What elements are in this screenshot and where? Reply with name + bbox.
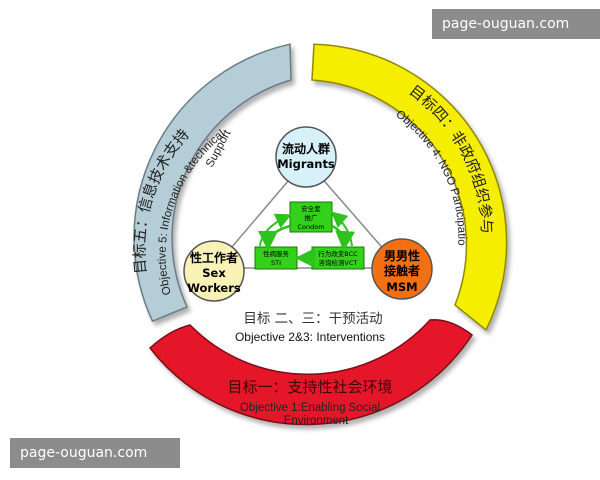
node-sex-workers-cn: 性工作者 [189,250,238,265]
objective1-label-en-1: Objective 1:Enabling Social [240,402,380,414]
population-triangle [212,158,402,269]
box-sti-line2: STI [271,259,281,267]
center-label-en: Objective 2&3: Interventions [235,330,385,344]
node-msm-cn-2: 接触者 [384,263,420,278]
watermark-bottom: page-ouguan.com [10,438,180,468]
box-bcc-vct: 行为改变BCC 咨询检测VCT [311,246,365,270]
box-condom-line2: 推广 [305,213,319,222]
segment-objective4 [311,43,508,332]
box-condom-line3: Condom [297,223,324,231]
box-sti-line1: 性病服务 [263,249,290,258]
node-msm-cn-1: 男男性 [384,248,420,263]
node-migrants: 流动人群 Migrants [275,126,337,188]
box-condom: 安全套 推广 Condom [289,201,333,233]
arrow-sti-to-condom [259,213,292,247]
arrow-condom-to-sti [258,224,291,251]
box-bcc-vct-line1: 行为改变BCC [318,249,358,258]
node-migrants-en: Migrants [277,157,335,171]
objective1-label-en-2: Environment [284,415,349,427]
node-msm: 男男性 接触者 MSM [371,238,433,300]
node-sex-workers-en-1: Sex [202,266,226,280]
objective4-label-en: Objective 4: NGO Participation [0,0,467,246]
arrow-condom-to-bcc [331,224,356,251]
center-label-cn: 目标 二、三：干预活动 [243,311,382,327]
circle-node-icon [183,240,245,302]
circle-node-icon [371,238,433,300]
box-sti: 性病服务 STI [254,246,298,270]
segment-objective1 [148,319,474,426]
box-condom-line1: 安全套 [301,204,321,213]
node-migrants-cn: 流动人群 [282,141,330,156]
node-msm-en: MSM [386,280,417,294]
svg-text:Objective 4: NGO Participation: Objective 4: NGO Participation [0,0,467,246]
node-sex-workers-en-2: Workers [187,281,241,295]
objective1-label-cn: 目标一：支持性社会环境 [227,378,392,396]
node-sex-workers: 性工作者 Sex Workers [183,240,245,302]
circle-node-icon [275,126,337,188]
box-bcc-vct-line2: 咨询检测VCT [319,258,358,267]
watermark-top: page-ouguan.com [432,9,600,39]
segment-objective5 [133,43,292,323]
arrow-bcc-to-condom [330,211,353,247]
